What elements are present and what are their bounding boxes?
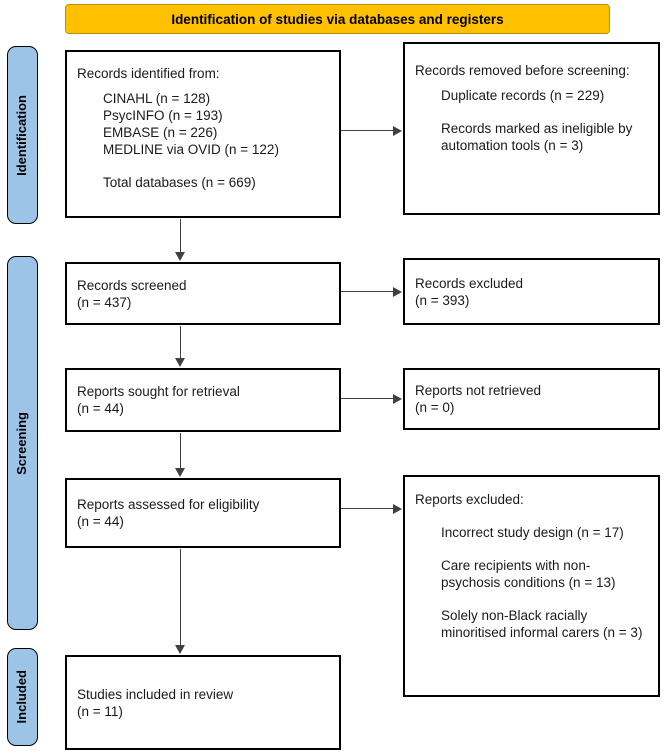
box-reports-not-retrieved-count: (n = 0) (415, 400, 455, 415)
box-reports-sought-count: (n = 44) (77, 401, 124, 416)
box-studies-included: Studies included in review (n = 11) (65, 655, 341, 750)
box-records-excluded: Records excluded (n = 393) (403, 258, 660, 325)
box-reports-sought-label: Reports sought for retrieval (77, 384, 240, 399)
arrow-assessed-to-included (175, 549, 186, 654)
box-records-excluded-label: Records excluded (415, 275, 524, 291)
box-studies-included-label: Studies included in review (77, 686, 234, 702)
stage-label-identification-text: Identification (14, 94, 30, 176)
records-removed-item: Duplicate records (n = 229) (441, 88, 605, 103)
arrow-sought-to-assessed (175, 433, 186, 477)
spacer (415, 79, 648, 87)
arrow-identified-to-screened (175, 219, 186, 261)
stage-label-included-text: Included (14, 670, 30, 724)
spacer (415, 508, 648, 524)
spacer (77, 158, 329, 174)
box-reports-sought: Reports sought for retrieval (n = 44) (65, 368, 341, 432)
box-records-identified-title: Records identified from: (77, 66, 220, 81)
box-records-screened-label: Records screened (77, 277, 187, 293)
box-reports-excluded: Reports excluded: Incorrect study design… (403, 475, 660, 697)
records-identified-item: EMBASE (n = 226) (103, 125, 218, 140)
reports-excluded-item: Care recipients with non-psychosis condi… (441, 558, 616, 590)
box-records-removed-title: Records removed before screening: (415, 63, 630, 78)
box-reports-assessed-label: Reports assessed for eligibility (77, 497, 260, 512)
diagram-header-title: Identification of studies via databases … (171, 11, 504, 27)
arrow-sought-to-not-retrieved (341, 393, 402, 404)
reports-excluded-item: Incorrect study design (n = 17) (441, 525, 624, 540)
spacer (415, 104, 648, 120)
spacer (415, 541, 648, 557)
box-records-screened-count: (n = 437) (77, 294, 132, 310)
stage-label-screening-text: Screening (14, 411, 30, 475)
records-identified-item: MEDLINE via OVID (n = 122) (103, 142, 279, 157)
stage-label-identification: Identification (7, 46, 38, 224)
box-records-removed: Records removed before screening: Duplic… (403, 42, 660, 215)
box-studies-included-count: (n = 11) (77, 703, 123, 719)
records-identified-item: PsycINFO (n = 193) (103, 108, 223, 123)
box-reports-not-retrieved: Reports not retrieved (n = 0) (403, 368, 660, 430)
arrow-assessed-to-reports-excluded (341, 503, 402, 514)
box-reports-excluded-title: Reports excluded: (415, 492, 524, 507)
box-reports-assessed-count: (n = 44) (77, 514, 124, 529)
spacer (77, 82, 329, 90)
records-identified-item: CINAHL (n = 128) (103, 91, 211, 106)
arrow-screened-to-sought (175, 326, 186, 367)
box-reports-assessed: Reports assessed for eligibility (n = 44… (65, 478, 341, 548)
arrow-screened-to-excluded (341, 286, 402, 297)
records-removed-item: Records marked as ineligible by automati… (441, 121, 633, 153)
records-identified-total: Total databases (n = 669) (103, 175, 256, 190)
stage-label-included: Included (7, 648, 38, 746)
reports-excluded-item: Solely non-Black racially minoritised in… (441, 608, 643, 640)
box-records-identified: Records identified from: CINAHL (n = 128… (65, 50, 341, 218)
diagram-header: Identification of studies via databases … (65, 4, 610, 34)
box-records-screened: Records screened (n = 437) (65, 262, 341, 325)
box-records-excluded-count: (n = 393) (415, 292, 470, 308)
box-reports-not-retrieved-label: Reports not retrieved (415, 383, 542, 398)
stage-label-screening: Screening (7, 256, 38, 630)
spacer (415, 591, 648, 607)
arrow-identified-to-removed (341, 125, 402, 136)
